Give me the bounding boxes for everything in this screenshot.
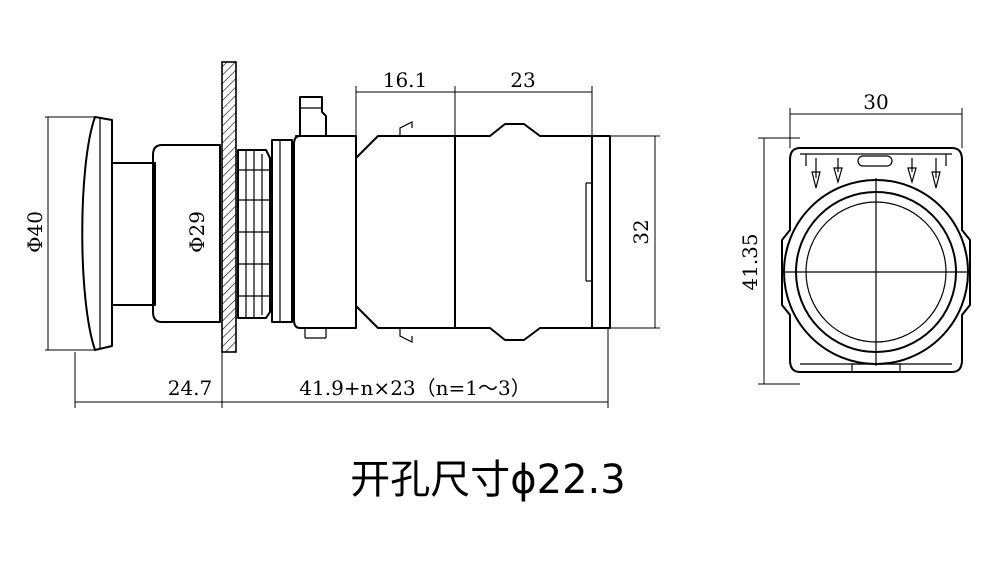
dim-collar-diameter: Φ29: [185, 211, 209, 253]
arrow-icon: [811, 158, 821, 189]
front-housing: [781, 147, 971, 373]
dim-rear-depth: 41.9+n×23（n=1～3）: [299, 376, 530, 400]
top-slot: [857, 155, 893, 167]
dim-body-width: 23: [510, 68, 535, 92]
dim-head-diameter: Φ40: [23, 211, 47, 253]
end-plate: [591, 135, 611, 329]
base-block: [293, 135, 357, 329]
arrow-icon: [907, 158, 917, 185]
mounting-panel: [221, 61, 237, 353]
adapter: [271, 139, 293, 323]
arrow-icon: [833, 158, 843, 185]
dim-front-width: 30: [863, 90, 888, 114]
dim-front-height: 41.35: [738, 233, 762, 290]
locking-nut: [237, 149, 271, 319]
top-latch: [299, 96, 327, 137]
connector-left: [355, 135, 456, 329]
collar: [152, 144, 221, 323]
side-view: 16.1 23 32 Φ40 Φ29 24.7 41.9+n×23（n=1～3）: [23, 61, 660, 408]
arrow-icon: [931, 158, 941, 189]
head-stem: [112, 162, 156, 306]
dim-body-height: 32: [629, 219, 653, 244]
dim-front-depth: 24.7: [168, 376, 213, 400]
mushroom-head: [81, 116, 113, 351]
front-view: 30 41.35: [738, 90, 971, 385]
contact-block: [454, 123, 593, 341]
cutout-caption: 开孔尺寸ϕ22.3: [350, 457, 625, 503]
dim-side-width: 16.1: [383, 68, 428, 92]
